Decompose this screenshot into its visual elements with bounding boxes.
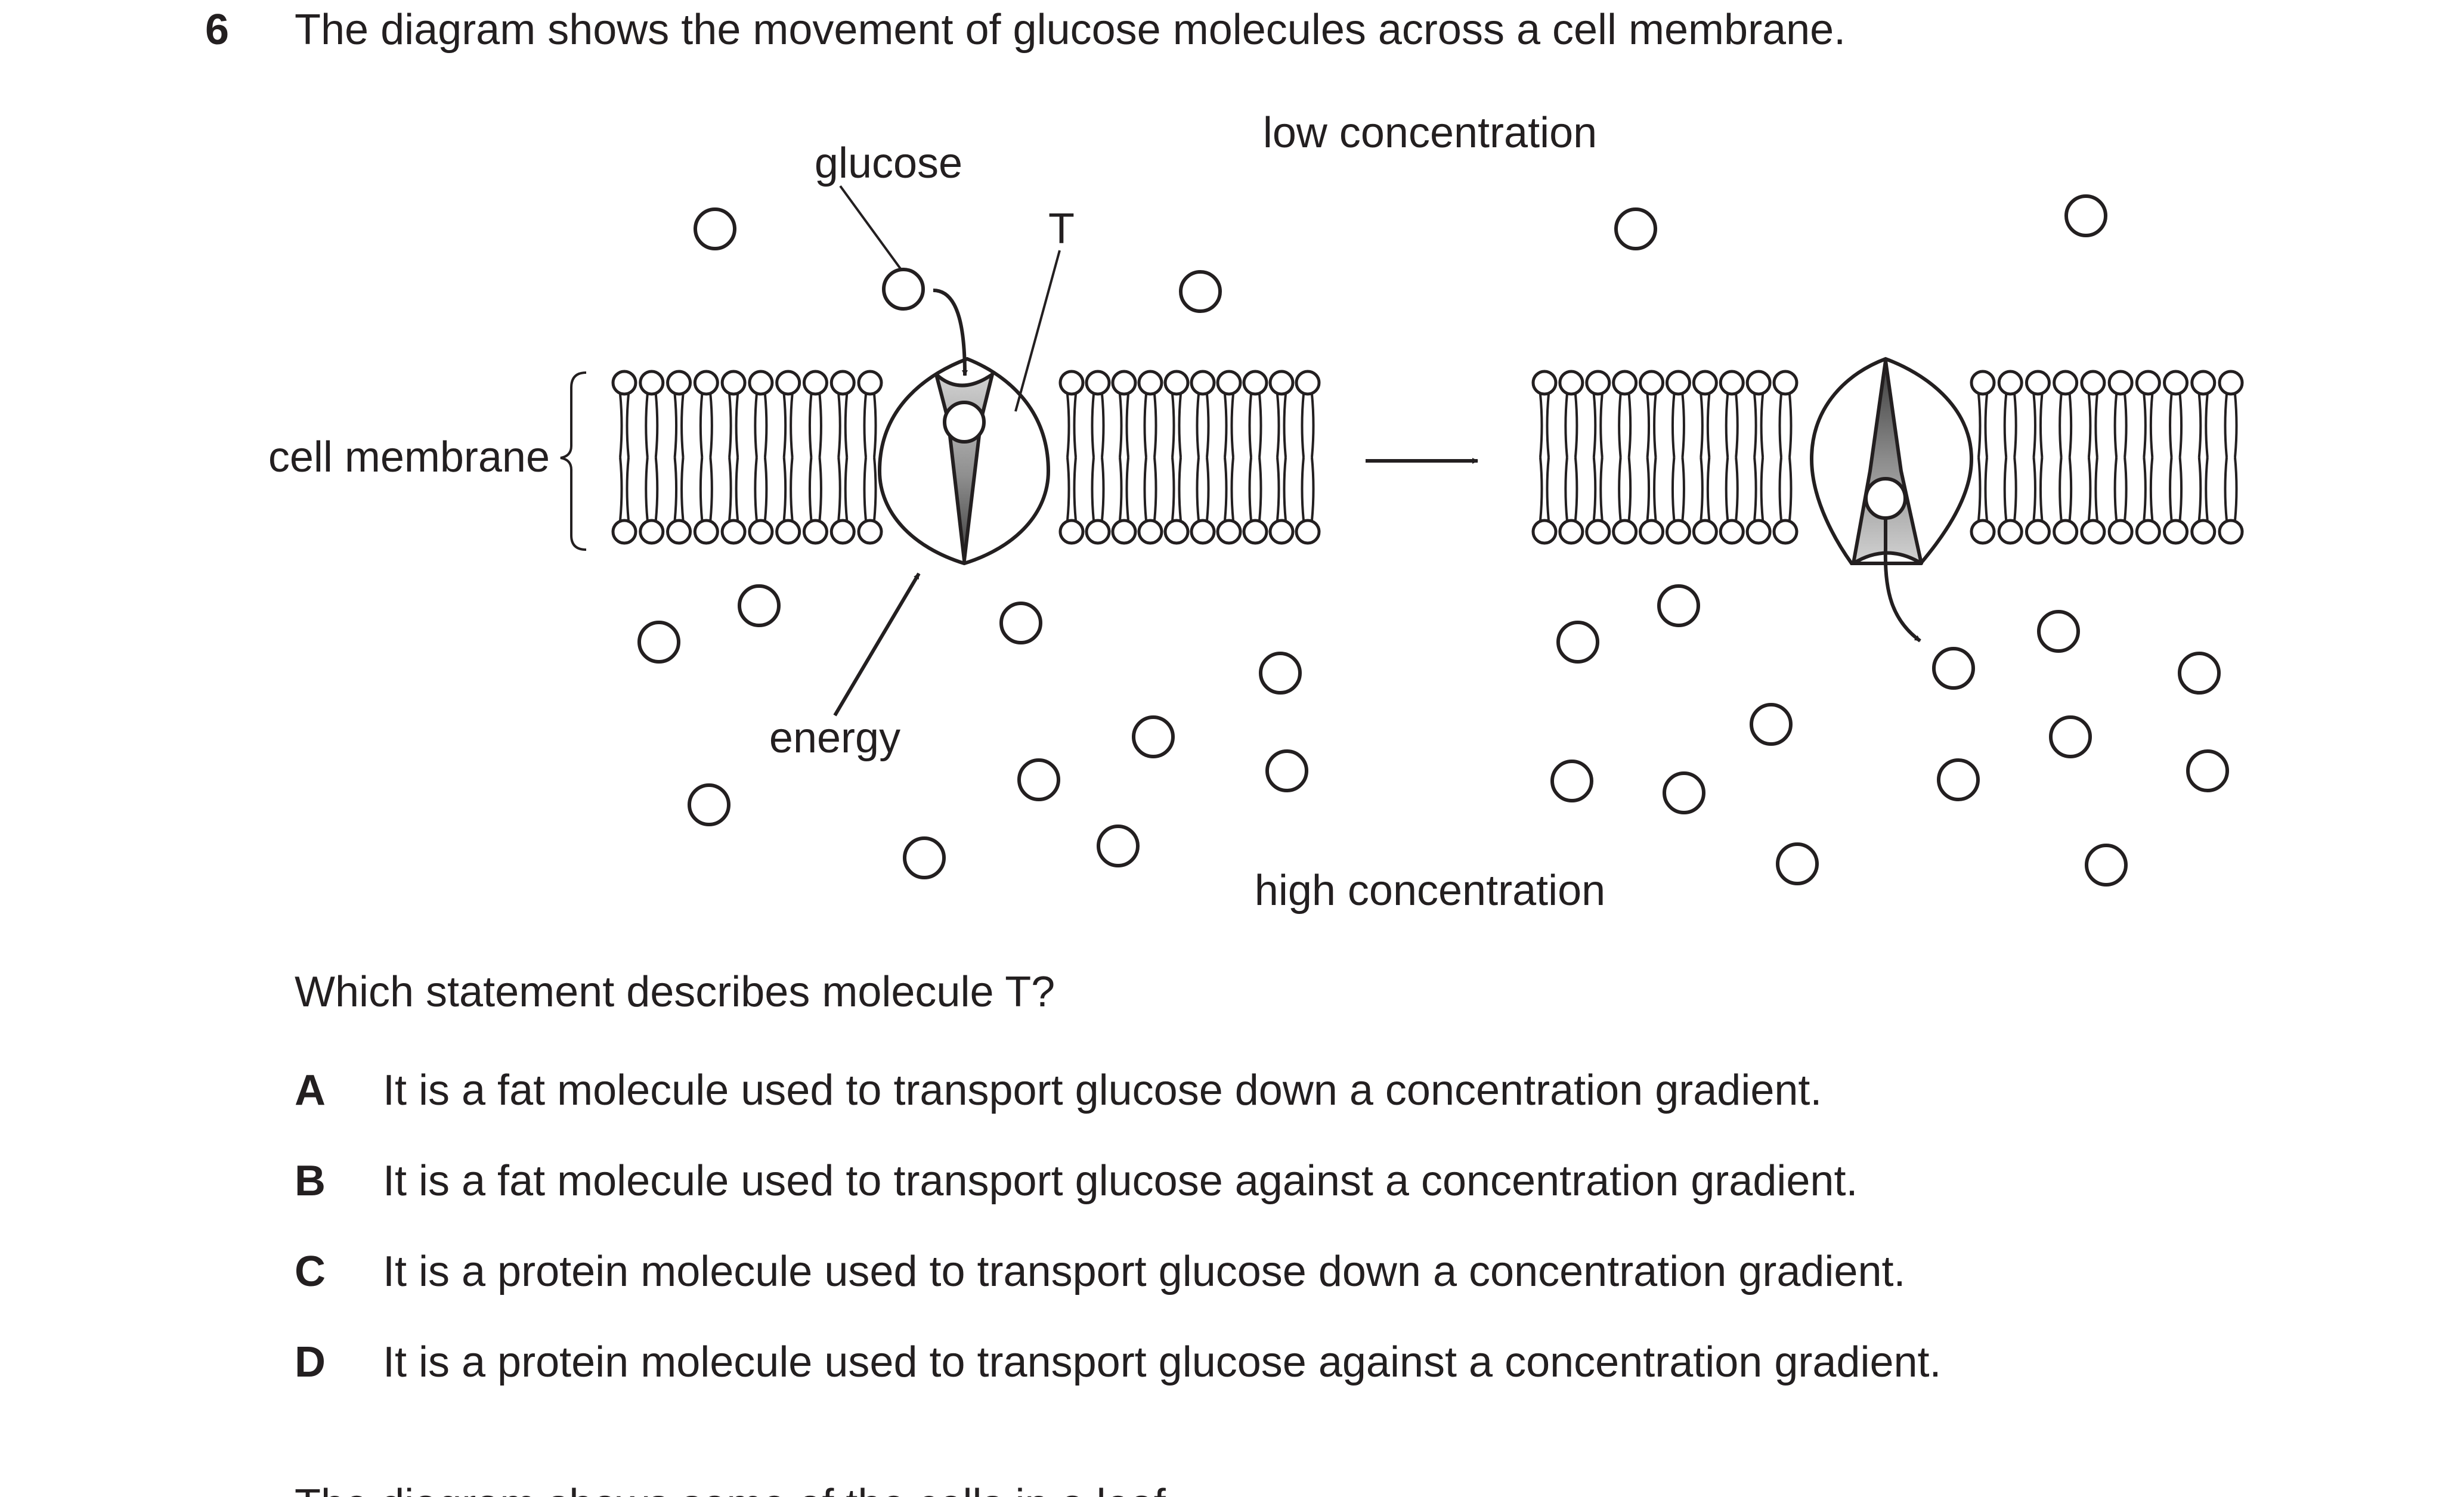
option-d-text: It is a protein molecule used to transpo…	[383, 1338, 1942, 1386]
glucose-molecule	[1614, 207, 1657, 250]
glucose-molecule	[2064, 194, 2107, 237]
glucose-molecule	[694, 207, 736, 250]
cell-membrane-label: cell membrane	[268, 433, 550, 481]
question-number: 6	[205, 6, 230, 54]
energy-arrow	[833, 572, 921, 717]
t-label: T	[1048, 205, 1075, 253]
glucose-molecule-in-protein-right	[1864, 477, 1907, 520]
energy-label: energy	[769, 714, 900, 762]
glucose-molecule	[2178, 652, 2221, 695]
membrane-left	[611, 370, 1321, 545]
glucose-molecule	[1017, 758, 1060, 801]
next-question-partial-text: The diagram shows some of the cells in a…	[295, 1479, 1189, 1497]
option-c-letter: C	[295, 1248, 326, 1295]
glucose-molecule	[2049, 715, 2092, 758]
glucose-molecule	[1932, 647, 1975, 690]
glucose-molecule	[738, 584, 781, 627]
glucose-label: glucose	[815, 140, 962, 187]
glucose-molecule	[688, 783, 730, 826]
glucose-molecule	[1550, 760, 1593, 802]
t-leader-line	[1014, 250, 1061, 412]
option-a-letter: A	[295, 1067, 326, 1114]
glucose-molecule	[1657, 584, 1700, 627]
glucose-exit-arrow	[1883, 519, 1921, 643]
glucose-molecule	[903, 836, 946, 879]
glucose-molecule	[1663, 771, 1705, 814]
option-b-letter: B	[295, 1157, 326, 1205]
glucose-leader-line	[839, 185, 902, 271]
transport-protein-t-left	[877, 357, 1051, 566]
glucose-molecule	[1097, 825, 1140, 867]
glucose-molecule	[999, 602, 1042, 644]
glucose-molecule	[1556, 621, 1599, 664]
glucose-molecule	[1750, 703, 1793, 746]
glucose-molecule	[2085, 844, 2128, 887]
glucose-molecule	[637, 621, 680, 664]
question-prompt: Which statement describes molecule T?	[295, 968, 1055, 1016]
high-concentration-label: high concentration	[1255, 867, 1605, 915]
glucose-transport-diagram: glucose T cell membrane energy low conce…	[268, 109, 2244, 915]
glucose-molecule	[1259, 652, 1302, 695]
membrane-right	[1531, 370, 2244, 545]
glucose-molecule	[2037, 610, 2080, 653]
glucose-molecule-in-protein	[943, 401, 986, 444]
low-concentration-label: low concentration	[1263, 109, 1597, 157]
option-a-text: It is a fat molecule used to transport g…	[383, 1067, 1822, 1114]
option-b-text: It is a fat molecule used to transport g…	[383, 1157, 1858, 1205]
glucose-molecule	[1937, 758, 1980, 801]
glucose-entry-arrow	[933, 289, 968, 376]
option-c-text: It is a protein molecule used to transpo…	[383, 1248, 1906, 1295]
glucose-molecule	[1132, 715, 1175, 758]
glucose-molecule	[882, 268, 925, 311]
question-stem: The diagram shows the movement of glucos…	[295, 6, 1846, 54]
glucose-molecule	[2186, 749, 2229, 792]
glucose-molecule	[1776, 842, 1819, 885]
glucose-molecule	[1265, 749, 1308, 792]
option-d-letter: D	[295, 1338, 326, 1386]
glucose-molecule	[1179, 270, 1222, 313]
glucose-molecules	[637, 194, 2229, 887]
next-question-partial: The diagram shows some of the cells in a…	[295, 1473, 1189, 1497]
transport-protein-right	[1809, 357, 1974, 565]
membrane-bracket	[560, 371, 587, 551]
